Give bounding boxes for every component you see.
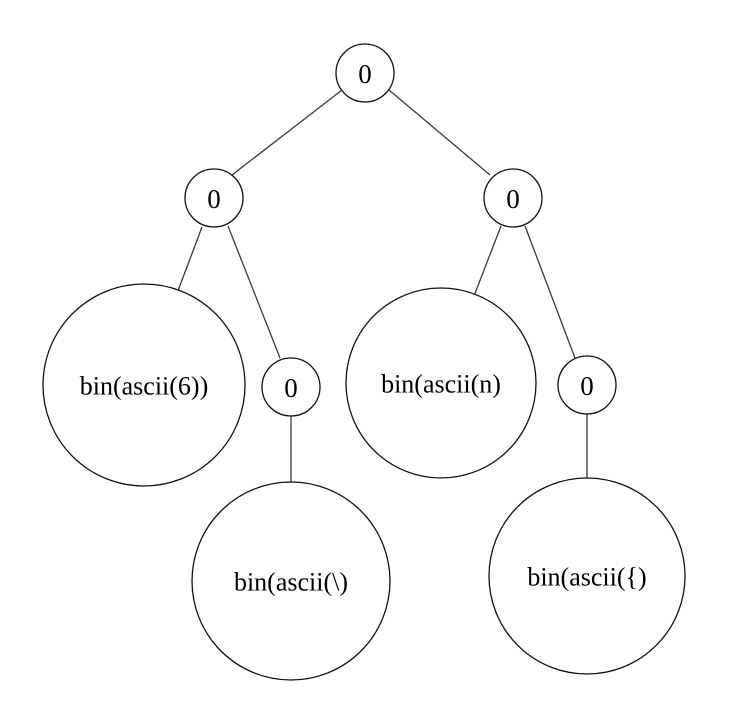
edge-root-right: [388, 89, 491, 176]
node-right-leaf: bin(ascii(n): [345, 287, 537, 479]
edge-right-rightleaf: [473, 225, 502, 297]
node-left-inner-circle: [261, 357, 321, 417]
node-left-leaf: bin(ascii(6)): [42, 283, 246, 487]
edge-left-leftleaf: [175, 226, 203, 297]
node-left-leaf-circle: [42, 283, 246, 487]
node-root: 0: [335, 43, 395, 103]
edge-root-left: [231, 89, 343, 176]
node-right-inner-label: 0: [580, 371, 594, 401]
node-right-leaf-circle: [345, 287, 537, 479]
node-left-inner-leaf: bin(ascii(\): [191, 481, 391, 681]
node-left-leaf-label: bin(ascii(6)): [80, 372, 209, 401]
node-left-circle: [184, 168, 244, 228]
node-right: 0: [483, 168, 543, 228]
node-root-label: 0: [358, 59, 372, 89]
node-right-leaf-label: bin(ascii(n): [381, 370, 501, 399]
node-right-label: 0: [506, 184, 520, 214]
node-right-inner-circle: [557, 355, 617, 415]
node-left: 0: [184, 168, 244, 228]
node-right-inner-leaf-circle: [488, 477, 686, 675]
node-right-circle: [483, 168, 543, 228]
node-right-inner-leaf: bin(ascii({): [488, 477, 686, 675]
node-left-inner-label: 0: [284, 373, 298, 403]
node-right-inner-leaf-label: bin(ascii({): [527, 563, 646, 592]
edge-left-leftinner: [227, 225, 281, 359]
node-left-inner-leaf-label: bin(ascii(\): [234, 568, 348, 597]
node-right-inner: 0: [557, 355, 617, 415]
edge-right-rightinner: [524, 225, 576, 359]
node-left-inner: 0: [261, 357, 321, 417]
node-root-circle: [335, 43, 395, 103]
node-left-inner-leaf-circle: [191, 481, 391, 681]
tree-edges: [175, 89, 588, 482]
node-left-label: 0: [207, 184, 221, 214]
